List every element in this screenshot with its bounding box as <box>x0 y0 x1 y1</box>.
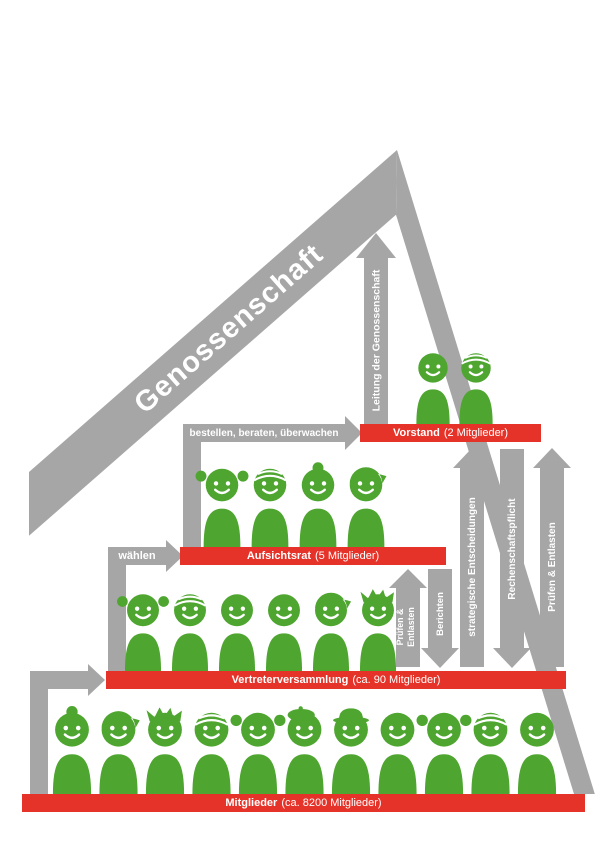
pruefen-gross-arrow <box>533 448 571 667</box>
aufsichtsrat-bar-label: Aufsichtsrat <box>246 550 311 562</box>
person-icon <box>192 712 231 794</box>
roof-right-band <box>396 150 595 794</box>
person-icon <box>285 706 324 794</box>
pruefen-klein-arrow <box>389 569 427 667</box>
person-icon <box>359 589 397 671</box>
rechenschaftspflicht-arrow-label: Rechenschaftspflicht <box>506 498 518 600</box>
roof-left-band <box>29 150 397 536</box>
leitung-arrow-label: Leitung der Genossenschaft <box>370 269 382 412</box>
person-icon <box>416 712 472 794</box>
vertreterversammlung-bar: Vertreterversammlung (ca. 90 Mitglieder) <box>106 671 566 689</box>
person-icon <box>52 706 92 794</box>
aufsichtsrat-bar-sublabel: (5 Mitglieder) <box>315 550 380 562</box>
vertreterversammlung-bar-sublabel: (ca. 90 Mitglieder) <box>352 674 441 686</box>
mitglieder-bar-sublabel: (ca. 8200 Mitglieder) <box>281 797 382 809</box>
person-icon <box>517 712 557 794</box>
pruefen-klein-arrow-label: Prüfen & Entlasten <box>395 607 416 647</box>
person-icon <box>471 712 510 794</box>
person-icon <box>251 468 289 547</box>
person-icon <box>265 594 303 671</box>
person-icon <box>416 353 450 424</box>
person-icon <box>230 712 286 794</box>
figures-layer <box>52 353 557 794</box>
pruefen-gross-arrow-label: Prüfen & Entlasten <box>546 522 558 612</box>
strategische-entscheidungen-arrow-label: strategische Entscheidungen <box>466 497 478 637</box>
rechenschaftspflicht-arrow <box>493 449 531 668</box>
person-icon <box>459 353 493 424</box>
person-icon <box>312 592 352 671</box>
person-icon <box>378 712 417 794</box>
berichten-arrow <box>421 569 459 668</box>
berichten-arrow-label: Berichten <box>434 592 446 636</box>
person-icon <box>347 467 387 547</box>
waehlen-arrow-label: wählen <box>118 550 156 562</box>
vertreterversammlung-bar-label: Vertreterversammlung <box>231 674 349 686</box>
person-icon <box>299 462 337 547</box>
vorstand-bar-sublabel: (2 Mitglieder) <box>443 427 509 439</box>
mitglieder-bar-label: Mitglieder <box>225 797 278 809</box>
leitung-arrow <box>356 233 396 424</box>
bestellen-arrow <box>183 416 362 547</box>
vorstand-bar-label: Vorstand <box>392 427 440 439</box>
bestellen-arrow-label: bestellen, beraten, überwachen <box>189 427 339 439</box>
person-icon <box>99 711 140 794</box>
mitglieder-waehlen-arrow <box>30 664 105 794</box>
waehlen-arrow <box>108 540 183 671</box>
vorstand-bar: Vorstand (2 Mitglieder) <box>360 424 541 442</box>
person-icon <box>195 468 249 547</box>
mitglieder-bar: Mitglieder (ca. 8200 Mitglieder) <box>22 794 585 812</box>
aufsichtsrat-bar: Aufsichtsrat (5 Mitglieder) <box>180 547 446 565</box>
person-icon <box>117 594 169 671</box>
person-icon <box>145 707 185 794</box>
person-icon <box>331 708 371 794</box>
person-icon <box>218 594 256 671</box>
strategische-entscheidungen-arrow <box>453 448 491 667</box>
person-icon <box>171 594 209 671</box>
